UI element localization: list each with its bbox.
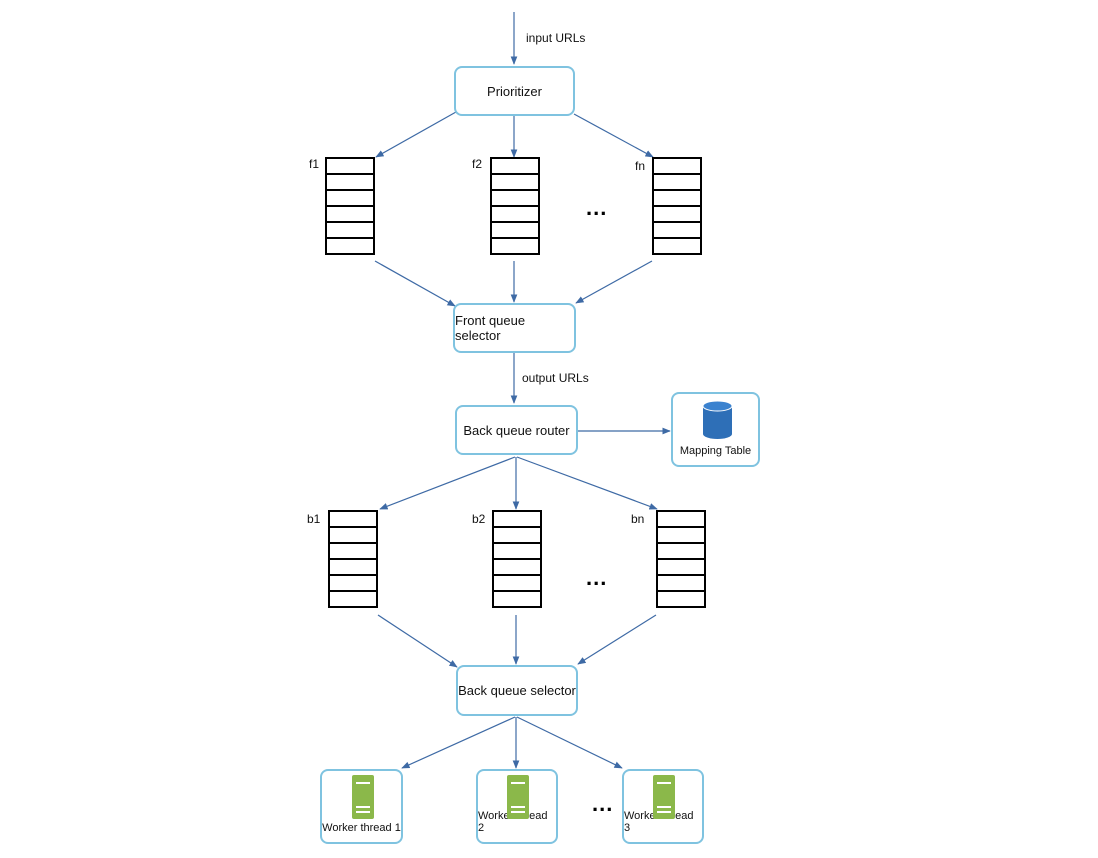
worker-thread-2-node[interactable]: Worker thread 2: [476, 769, 558, 844]
arrow-bn-backselector: [577, 614, 657, 665]
back-queue-b1[interactable]: [328, 510, 378, 608]
server-icon: [653, 775, 675, 819]
arrow-b1-backselector: [377, 614, 458, 668]
queue-label-f1: f1: [309, 157, 320, 171]
back-queue-b2[interactable]: [492, 510, 542, 608]
arrow-selector-worker1: [401, 716, 516, 769]
server-icon: [352, 775, 374, 819]
front-queue-f2[interactable]: [490, 157, 540, 255]
worker-thread-1-node[interactable]: Worker thread 1: [320, 769, 403, 844]
worker-ellipsis: ...: [592, 791, 614, 816]
worker-thread-3-node[interactable]: Worker thread 3: [622, 769, 704, 844]
input-urls-label: input URLs: [526, 31, 586, 45]
front-queue-f1[interactable]: [325, 157, 375, 255]
back-queue-ellipsis: ...: [586, 565, 608, 590]
prioritizer-node[interactable]: Prioritizer: [454, 66, 575, 116]
mapping-table-node[interactable]: Mapping Table: [671, 392, 760, 467]
front-queue-selector-node[interactable]: Front queue selector: [453, 303, 576, 353]
queue-label-bn: bn: [631, 512, 645, 526]
arrow-selector-worker3: [516, 716, 623, 769]
back-queue-bn[interactable]: [656, 510, 706, 608]
arrow-prioritizer-f1: [375, 111, 457, 158]
arrow-f1-frontselector: [374, 260, 456, 307]
server-icon: [507, 775, 529, 819]
queue-label-b1: b1: [307, 512, 321, 526]
front-queue-ellipsis: ...: [586, 195, 608, 220]
database-icon: [703, 400, 732, 439]
back-queue-selector-node[interactable]: Back queue selector: [456, 665, 578, 716]
queue-label-f2: f2: [472, 157, 483, 171]
arrow-router-b1: [379, 456, 516, 510]
back-queue-router-node[interactable]: Back queue router: [455, 405, 578, 455]
front-queue-fn[interactable]: [652, 157, 702, 255]
queue-label-b2: b2: [472, 512, 486, 526]
arrow-fn-frontselector: [575, 260, 653, 304]
arrow-router-bn: [516, 456, 658, 510]
mapping-table-label: Mapping Table: [679, 445, 752, 457]
queue-label-fn: fn: [635, 159, 646, 173]
worker-thread-1-label: Worker thread 1: [322, 822, 401, 834]
arrow-prioritizer-fn: [573, 113, 654, 158]
output-urls-label: output URLs: [522, 371, 589, 385]
